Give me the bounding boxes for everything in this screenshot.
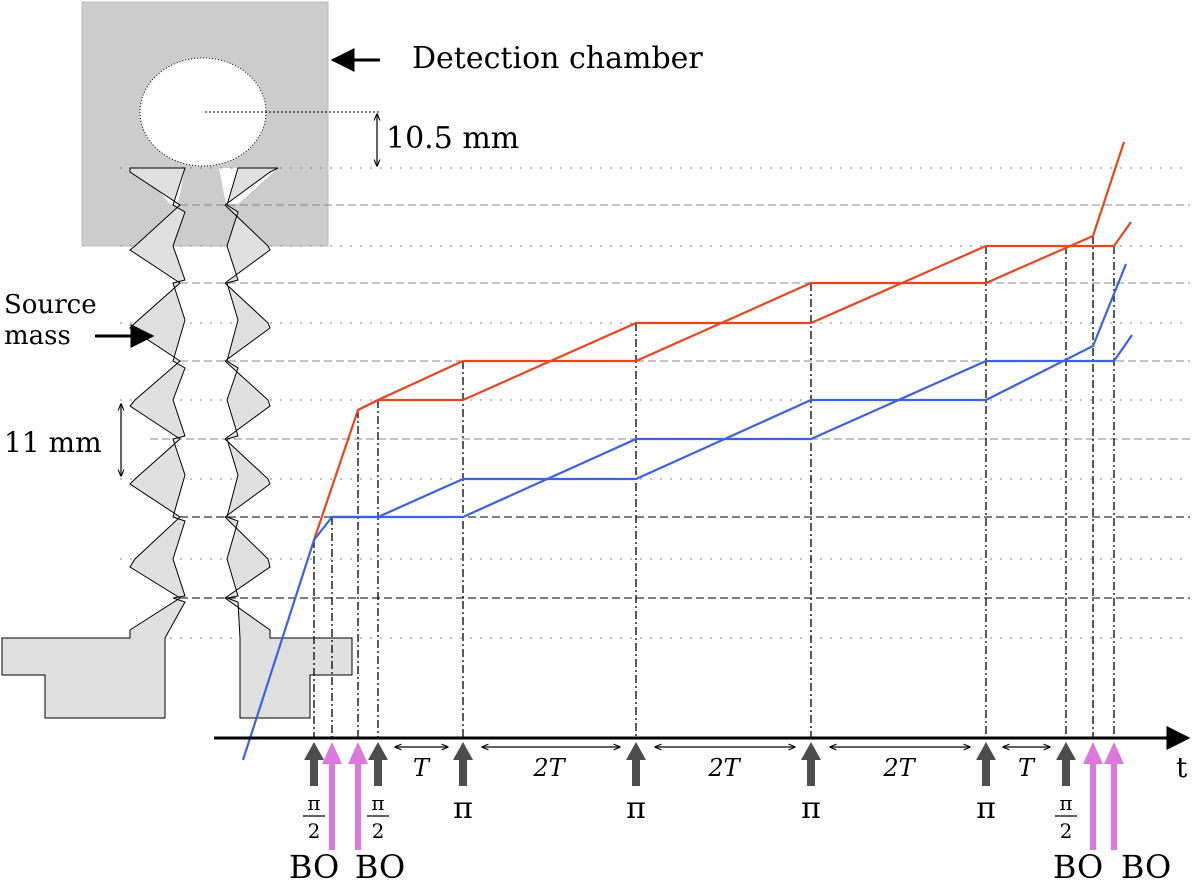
svg-text:2: 2: [308, 819, 321, 843]
chamber-dimension-label: 10.5 mm: [386, 121, 519, 156]
bo-arrow: [1083, 742, 1103, 850]
bo-label: BO: [1121, 848, 1171, 883]
pulse-arrow: [1056, 742, 1076, 786]
half-pi-label: π 2: [367, 791, 389, 843]
detection-chamber-label: Detection chamber: [412, 41, 703, 76]
half-pi-label: π 2: [303, 791, 325, 843]
interval-label: T: [413, 754, 431, 782]
lower-trajectories: [241, 263, 1133, 761]
upper-trajectories: [312, 141, 1132, 541]
detection-window: [139, 57, 267, 167]
pi-label: π: [801, 791, 821, 826]
pulse-arrow: [304, 742, 324, 786]
interval-label: T: [1018, 754, 1036, 782]
svg-text:2: 2: [1060, 819, 1073, 843]
svg-text:π: π: [307, 791, 320, 815]
bo-arrow: [322, 742, 342, 850]
source-mass-label-line1: Source: [4, 290, 97, 320]
source-mass-left: [1, 167, 186, 719]
pulse-time-markers: [313, 236, 1115, 738]
source-mass-label-line2: mass: [4, 321, 71, 351]
pi-label: π: [976, 791, 996, 826]
bo-label: BO: [289, 848, 339, 883]
pulse-arrow: [976, 742, 996, 786]
bo-label: BO: [1053, 848, 1103, 883]
reference-lines: [120, 167, 1190, 639]
pulse-arrow: [368, 742, 388, 786]
half-pi-label: π 2: [1055, 791, 1077, 843]
pulse-arrow: [453, 742, 473, 786]
pi-label: π: [626, 791, 646, 826]
interval-label: 2T: [882, 754, 916, 782]
svg-text:π: π: [371, 791, 384, 815]
period-dimension-label: 11 mm: [4, 426, 102, 459]
bo-arrows: [322, 742, 1124, 850]
chamber-dimension: [205, 111, 380, 166]
bo-arrow: [348, 742, 368, 850]
svg-text:π: π: [1059, 791, 1072, 815]
interval-label: 2T: [532, 754, 566, 782]
pi-label: π: [453, 791, 473, 826]
interval-label: 2T: [707, 754, 741, 782]
pulse-arrow: [801, 742, 821, 786]
svg-text:2: 2: [372, 819, 385, 843]
source-mass-right: [224, 167, 353, 719]
pulse-arrows: [304, 742, 1076, 786]
pulse-arrow: [626, 742, 646, 786]
bo-arrow: [1104, 742, 1124, 850]
time-axis-label: t: [1176, 751, 1188, 784]
bo-label: BO: [355, 848, 405, 883]
